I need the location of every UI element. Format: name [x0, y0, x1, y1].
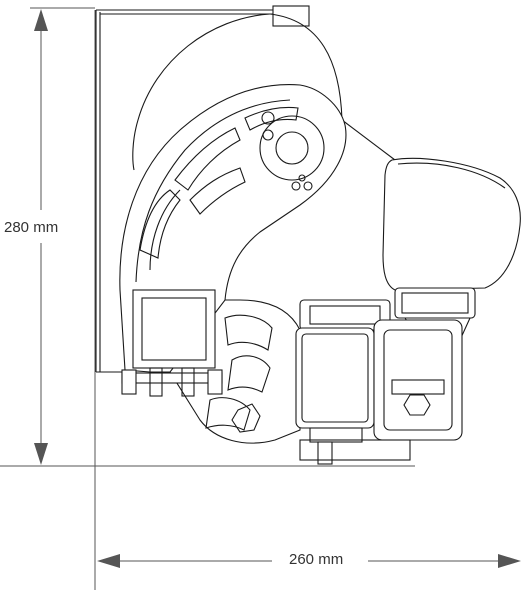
square-block: [132, 289, 216, 369]
height-arrow-top: [34, 9, 48, 31]
hub-center: [275, 131, 309, 165]
width-arrow-left: [97, 554, 120, 568]
gripper-housing: [382, 157, 521, 291]
hub-ring: [259, 115, 325, 181]
width-arrow-right: [498, 554, 521, 568]
width-dimension-label: 260 mm: [283, 551, 350, 569]
rear-housing-arc: [132, 13, 271, 171]
height-dimension-label: 280 mm: [4, 219, 59, 237]
width-dimension: [97, 554, 521, 568]
top-cap: [272, 5, 310, 27]
height-arrow-bottom: [34, 443, 48, 465]
reference-lines: [0, 7, 415, 590]
height-dimension: [34, 9, 48, 465]
drive-assembly: [295, 299, 463, 465]
clamp-bolts: [121, 367, 223, 397]
